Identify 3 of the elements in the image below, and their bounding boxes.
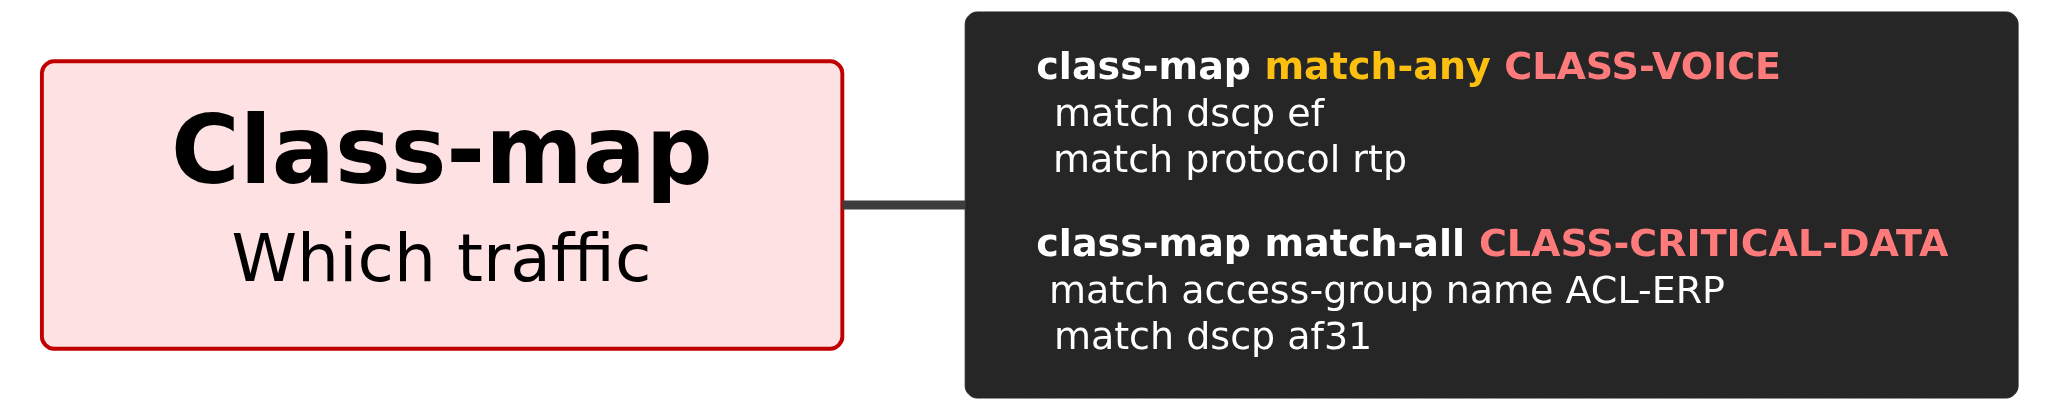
node-box: Class-map Which traffic bbox=[39, 59, 845, 351]
connector bbox=[842, 200, 966, 210]
node-box: class-map match-any CLASS-VOICE match dscp ef match protocol rtp class-map match-all CLASS-CRITICAL-DATA match access-group name ACL-ERP match dscp af31 bbox=[964, 11, 2019, 399]
